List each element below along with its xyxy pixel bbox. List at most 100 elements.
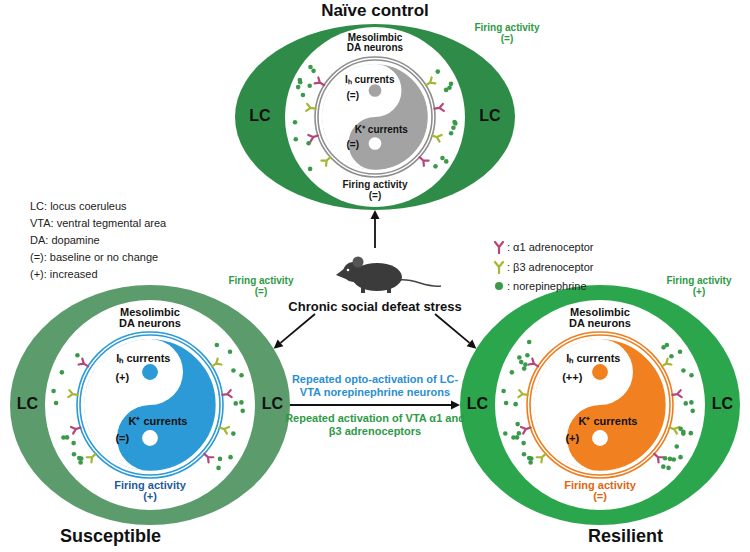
lc-ellipse-panel: Naïve controlLCLCFiring activity (=)Meso… bbox=[235, 24, 515, 210]
norepinephrine-dot bbox=[689, 400, 694, 405]
neuron-label: Mesolimbic DA neurons bbox=[563, 307, 637, 329]
adrenoceptor-symbol bbox=[79, 359, 90, 370]
lc-label: LC bbox=[470, 107, 510, 125]
norepinephrine-dot bbox=[72, 452, 77, 457]
norepinephrine-dot bbox=[306, 141, 311, 146]
norepinephrine-dot bbox=[523, 362, 528, 367]
arrow-connector bbox=[274, 314, 315, 349]
yin-yang-dot bbox=[142, 364, 158, 380]
yin-yang-dot bbox=[369, 84, 382, 97]
adrenoceptor-symbol bbox=[68, 390, 78, 398]
change-mark: (++) bbox=[562, 371, 582, 383]
norepinephrine-dot bbox=[661, 345, 666, 350]
panel-heading: Naïve control bbox=[235, 1, 515, 21]
norepinephrine-dot bbox=[239, 373, 244, 378]
lc-label: LC bbox=[458, 395, 498, 413]
arrow-head bbox=[451, 401, 460, 410]
norepinephrine-dot bbox=[61, 435, 66, 440]
norepinephrine-dot bbox=[444, 88, 449, 93]
panel-heading: Susceptible bbox=[60, 526, 161, 547]
norepinephrine-dot bbox=[453, 121, 458, 126]
mouse-foot bbox=[387, 287, 391, 293]
norepinephrine-dot bbox=[515, 422, 520, 427]
lc-label: LC bbox=[8, 395, 48, 413]
norepinephrine-dot bbox=[666, 466, 671, 471]
norepinephrine-dot bbox=[296, 85, 301, 90]
norepinephrine-dot bbox=[674, 444, 679, 449]
lc-label: LC bbox=[703, 395, 743, 413]
firing-activity-lc: Firing activity (=) bbox=[468, 22, 546, 44]
lc-label: LC bbox=[253, 395, 293, 413]
stress-label: Chronic social defeat stress bbox=[275, 299, 475, 314]
mouse-snout bbox=[336, 268, 346, 279]
adrenoceptor-symbol bbox=[306, 104, 316, 112]
mouse-tail bbox=[399, 280, 441, 287]
lc-ellipse-fill bbox=[235, 24, 515, 210]
norepinephrine-dot bbox=[71, 441, 76, 446]
yin-yang-light bbox=[322, 64, 402, 170]
da-neuron-circle: Mesolimbic DA neuronsFiring activity (+)… bbox=[45, 300, 255, 510]
norepinephrine-dot bbox=[525, 353, 530, 358]
legend-swatch bbox=[495, 282, 503, 290]
adrenoceptor-symbol bbox=[424, 77, 435, 88]
membrane-line bbox=[80, 335, 220, 475]
norepinephrine-dot bbox=[444, 159, 449, 164]
adrenoceptor-symbol bbox=[537, 451, 548, 462]
membrane-line bbox=[318, 60, 432, 174]
norepinephrine-dot bbox=[301, 93, 306, 98]
abbreviation-note: (+): increased bbox=[30, 268, 98, 280]
yin-yang-dark bbox=[535, 340, 665, 470]
adrenoceptor-symbol bbox=[668, 424, 679, 433]
norepinephrine-dot bbox=[440, 156, 445, 161]
current-label: K⁺ currents bbox=[578, 412, 637, 427]
current-label: K⁺ currents bbox=[355, 122, 408, 136]
arrow-head bbox=[371, 210, 380, 219]
norepinephrine-dot bbox=[522, 366, 527, 371]
norepinephrine-dot bbox=[661, 464, 666, 469]
norepinephrine-dot bbox=[513, 402, 518, 407]
adrenoceptor-symbol bbox=[222, 390, 232, 398]
yin-yang-dark bbox=[323, 65, 427, 169]
change-mark: (=) bbox=[346, 138, 359, 149]
arrow-connector bbox=[435, 314, 476, 349]
change-mark: (+) bbox=[115, 371, 129, 383]
mouse-eye bbox=[347, 269, 350, 272]
norepinephrine-dot bbox=[678, 349, 683, 354]
legend-text: : α1 adrenoceptor bbox=[507, 241, 593, 253]
norepinephrine-dot bbox=[231, 431, 236, 436]
abbreviation-note: VTA: ventral tegmental area bbox=[30, 217, 166, 229]
norepinephrine-dot bbox=[683, 401, 688, 406]
abbreviation-note: LC: locus coeruleus bbox=[30, 200, 127, 212]
norepinephrine-dot bbox=[228, 455, 233, 460]
treatment-label: Repeated activation of VTA α1 and β3 adr… bbox=[285, 412, 465, 438]
yin-yang: Iₕ currents(++)K⁺ currents(+) bbox=[534, 339, 666, 471]
adrenoceptor-symbol bbox=[660, 359, 671, 370]
current-label: Iₕ currents bbox=[116, 350, 170, 365]
legend-text: : β3 adrenoceptor bbox=[507, 261, 593, 273]
norepinephrine-dot bbox=[231, 368, 236, 373]
yin-yang: Iₕ currents(=)K⁺ currents(=) bbox=[322, 64, 428, 170]
yin-yang-dot bbox=[369, 137, 382, 150]
edge-label: Repeated opto-activation of LC-VTA norep… bbox=[285, 373, 465, 399]
firing-activity-da: Firing activity (=) bbox=[560, 480, 640, 503]
norepinephrine-dot bbox=[298, 80, 303, 85]
yin-yang-light bbox=[84, 339, 183, 471]
norepinephrine-dot bbox=[678, 455, 683, 460]
yin-yang-dark bbox=[85, 340, 215, 470]
norepinephrine-dot bbox=[451, 125, 456, 130]
norepinephrine-dot bbox=[216, 466, 221, 471]
legend-text: : norepinephrine bbox=[507, 280, 587, 292]
norepinephrine-dot bbox=[501, 389, 506, 394]
neuron-label: Mesolimbic DA neurons bbox=[342, 33, 408, 53]
adrenoceptor-symbol bbox=[529, 359, 540, 370]
norepinephrine-dot bbox=[308, 65, 313, 70]
norepinephrine-dot bbox=[435, 69, 440, 74]
norepinephrine-dot bbox=[75, 353, 80, 358]
stress-node: Chronic social defeat stress bbox=[275, 248, 475, 314]
adrenoceptor-symbol bbox=[308, 132, 319, 141]
firing-activity-lc: Firing activity (+) bbox=[660, 275, 738, 297]
adrenoceptor-symbol bbox=[321, 155, 332, 166]
arrow-connector bbox=[290, 401, 460, 410]
norepinephrine-dot bbox=[293, 137, 298, 142]
